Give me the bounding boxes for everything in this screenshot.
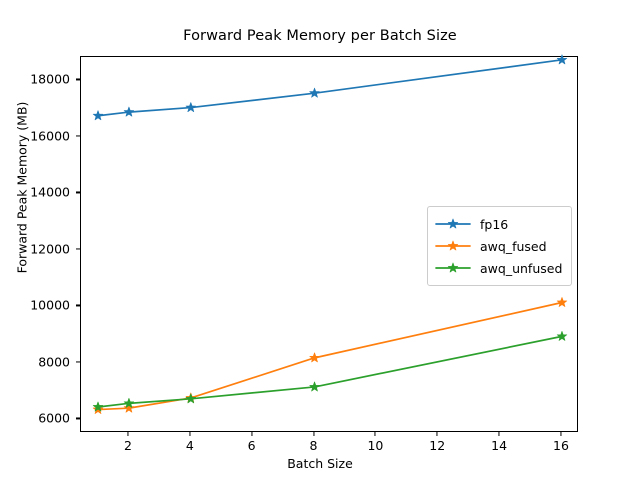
x-tick-label: 6	[247, 438, 256, 453]
series-fp16	[92, 54, 568, 121]
data-point-marker	[556, 54, 568, 65]
x-tick-label: 16	[553, 438, 569, 453]
x-tick-mark	[127, 432, 129, 436]
data-point-marker	[92, 401, 104, 412]
series-line	[97, 58, 563, 117]
y-tick-mark	[76, 191, 80, 193]
x-tick-label: 2	[123, 438, 132, 453]
data-point-marker	[185, 393, 196, 404]
x-tick-label: 4	[185, 438, 194, 453]
y-tick-label: 6000	[38, 410, 70, 426]
y-tick-mark	[76, 361, 80, 363]
y-tick-mark	[76, 304, 80, 306]
legend-swatch-icon	[435, 259, 471, 277]
y-tick-label: 8000	[38, 354, 70, 370]
legend[interactable]: fp16 awq_fused awq_unfused	[427, 206, 573, 286]
data-point-marker	[556, 297, 568, 307]
y-tick-mark	[76, 417, 80, 419]
data-point-marker	[556, 330, 568, 341]
y-tick-mark	[76, 248, 80, 250]
x-tick-label: 10	[367, 438, 384, 453]
data-point-marker	[92, 110, 104, 121]
x-tick-mark	[560, 432, 562, 436]
legend-item-awq_unfused[interactable]: awq_unfused	[435, 257, 562, 279]
y-tick-label: 10000	[30, 297, 70, 313]
legend-item-fp16[interactable]: fp16	[435, 213, 562, 235]
legend-swatch-icon	[435, 215, 471, 233]
chart-title: Forward Peak Memory per Batch Size	[183, 28, 457, 44]
x-tick-mark	[374, 432, 376, 436]
series-awq_fused	[92, 297, 568, 414]
series-line	[97, 301, 563, 411]
legend-label: awq_fused	[480, 238, 547, 254]
y-tick-mark	[76, 135, 80, 137]
data-point-marker	[123, 106, 135, 117]
series-lines	[92, 54, 568, 414]
x-tick-mark	[498, 432, 500, 436]
data-point-marker	[309, 381, 320, 392]
x-tick-mark	[189, 432, 191, 436]
y-tick-label: 18000	[30, 71, 70, 87]
x-tick-label: 14	[491, 438, 508, 453]
y-tick-label: 12000	[30, 241, 70, 257]
legend-label: fp16	[480, 216, 509, 232]
x-tick-mark	[436, 432, 438, 436]
y-tick-mark	[76, 78, 80, 80]
data-point-marker	[309, 352, 320, 363]
series-line	[97, 335, 563, 408]
legend-label: awq_unfused	[480, 260, 563, 276]
y-tick-label: 14000	[30, 184, 70, 200]
y-tick-label: 16000	[30, 128, 70, 144]
data-point-marker	[123, 397, 135, 408]
legend-swatch-icon	[435, 237, 471, 255]
x-axis-label: Batch Size	[287, 456, 353, 471]
data-point-marker	[309, 87, 320, 98]
data-point-marker	[185, 102, 196, 112]
legend-item-awq_fused[interactable]: awq_fused	[435, 235, 562, 257]
series-awq_unfused	[92, 330, 568, 412]
x-tick-mark	[312, 432, 315, 436]
x-tick-mark	[251, 432, 253, 436]
x-tick-label: 8	[309, 438, 318, 453]
data-point-marker	[123, 402, 135, 413]
x-tick-label: 12	[429, 438, 446, 453]
